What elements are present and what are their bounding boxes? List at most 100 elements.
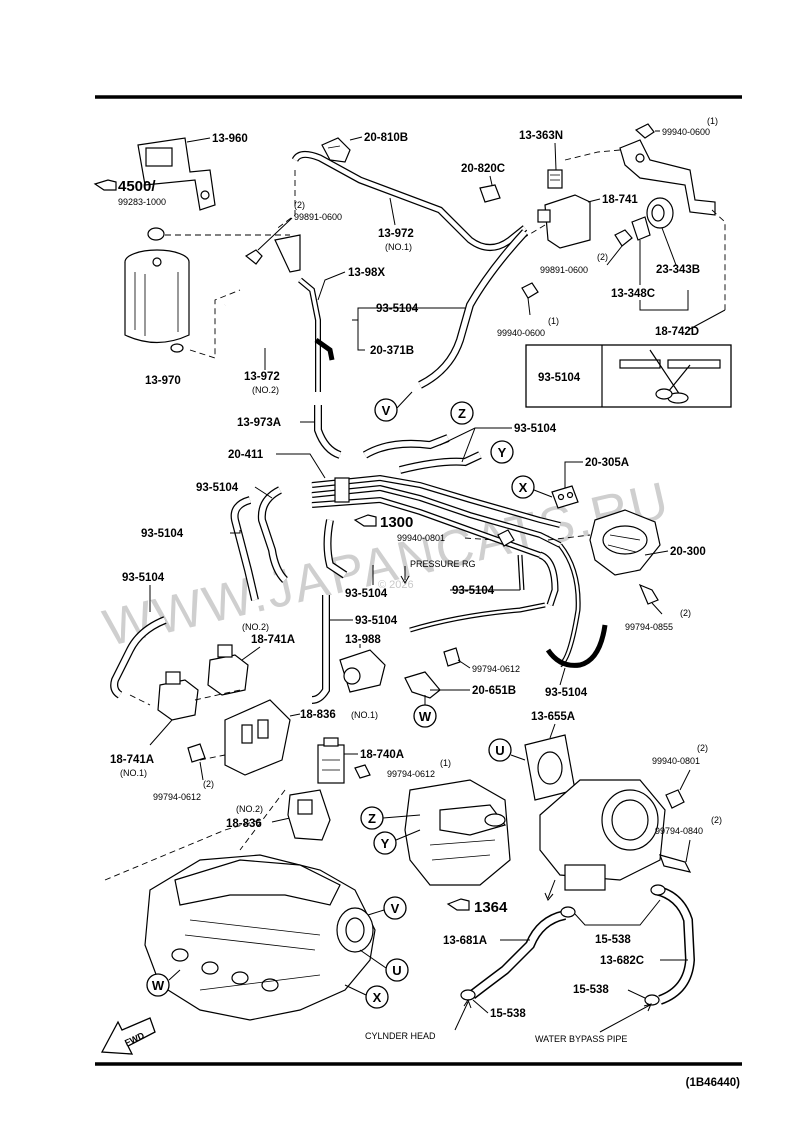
label-n1-c: (1) — [440, 758, 451, 768]
label-n2-d: (2) — [203, 779, 214, 789]
label-20-371B: 20-371B — [370, 345, 414, 357]
svg-text:X: X — [519, 480, 528, 495]
label-15-538-b: 15-538 — [490, 1008, 526, 1020]
svg-text:Z: Z — [368, 811, 376, 826]
label-1364: 1364 — [474, 899, 508, 916]
label-99794-0840: 99794-0840 — [655, 826, 703, 836]
label-no1-a: (NO.1) — [385, 242, 412, 252]
label-93-5104-h: 93-5104 — [545, 687, 588, 699]
label-13-972-no2: 13-972 — [244, 371, 280, 383]
label-93-5104-a: 93-5104 — [376, 303, 419, 315]
label-93-5104-c: 93-5104 — [196, 482, 239, 494]
label-1300: 1300 — [380, 514, 413, 531]
label-99794-0612-a: 99794-0612 — [472, 664, 520, 674]
diagram-id: (1B46440) — [686, 1077, 741, 1089]
refer-hand-icon-1364 — [446, 898, 470, 911]
label-18-741: 18-741 — [602, 194, 638, 206]
label-n2-f: (2) — [711, 815, 722, 825]
label-20-411: 20-411 — [228, 449, 264, 461]
label-13-960: 13-960 — [212, 133, 248, 145]
sensor-13-988 — [339, 649, 386, 693]
nut-99940-0600-top — [634, 123, 655, 139]
label-n1-a: (1) — [707, 116, 718, 126]
label-20-810B: 20-810B — [364, 132, 408, 144]
bolt-99891-0600-left — [244, 249, 263, 265]
svg-text:W: W — [152, 978, 165, 993]
fwd-arrow-icon: FWD — [100, 1017, 156, 1055]
label-13-972-no1: 13-972 — [378, 228, 414, 240]
label-18-741A-no2: 18-741A — [251, 634, 295, 646]
scissors-icon — [649, 349, 691, 396]
label-n2-a: (2) — [294, 200, 305, 210]
label-93-5104-b: 93-5104 — [514, 423, 557, 435]
label-93-5104-i: 93-5104 — [122, 572, 165, 584]
label-99940-0600-top: 99940-0600 — [662, 127, 710, 137]
label-93-5104-f: 93-5104 — [452, 585, 495, 597]
callout-Z-top: Z — [450, 401, 474, 425]
egr-valve-20-300 — [589, 509, 661, 576]
solenoid-18-741A-no1 — [157, 671, 199, 721]
hose-cut-box: 93-5104 — [525, 344, 732, 408]
label-18-836-no2: 18-836 — [226, 818, 262, 830]
label-99891-0600-left: 99891-0600 — [294, 212, 342, 222]
gasket-20-305A — [551, 485, 579, 509]
bolt-99891-0600-right — [614, 229, 633, 247]
svg-text:Z: Z — [458, 406, 466, 421]
clamp-15-538-c — [644, 994, 660, 1006]
label-no2-b: (NO.2) — [242, 622, 269, 632]
label-13-363N: 13-363N — [519, 130, 563, 142]
label-18-740A: 18-740A — [360, 749, 404, 761]
label-99794-0612-c: 99794-0612 — [153, 792, 201, 802]
bolt-99794-0612-a — [443, 647, 461, 667]
svg-text:X: X — [373, 990, 382, 1005]
label-4500: 4500/ — [118, 178, 156, 195]
grommet-23-343B — [646, 197, 674, 229]
clip-20-810B — [321, 137, 351, 163]
label-99940-0600-mid: 99940-0600 — [497, 328, 545, 338]
label-water-bypass-pipe: WATER BYPASS PIPE — [535, 1034, 627, 1044]
throttle-body — [539, 779, 666, 891]
label-13-973A: 13-973A — [237, 417, 281, 429]
callout-U-mid: U — [488, 738, 512, 762]
bolt-99794-0840 — [659, 854, 692, 873]
label-13-98X: 13-98X — [348, 267, 385, 279]
refer-hand-icon — [93, 179, 117, 191]
nut-99940-0801-a — [497, 529, 515, 547]
pipe-13-98X — [274, 234, 335, 392]
callout-W-bottom: W — [146, 973, 170, 997]
label-15-538-a: 15-538 — [595, 934, 631, 946]
label-18-742D: 18-742D — [655, 326, 699, 338]
clamp-15-538-b — [460, 989, 476, 1001]
label-93-5104-d: 93-5104 — [141, 528, 184, 540]
clamp-15-538-a — [560, 884, 666, 918]
label-99794-0612-b: 99794-0612 — [387, 769, 435, 779]
label-99891-0600-right: 99891-0600 — [540, 265, 588, 275]
nut-99940-0801-b — [665, 789, 685, 809]
refer-hand-icon-1300 — [353, 514, 377, 527]
gasket-13-655A — [524, 734, 576, 801]
label-99283-1000: 99283-1000 — [118, 197, 166, 207]
label-pressure-rg: PRESSURE RG — [410, 559, 476, 569]
clip-20-820C — [479, 184, 501, 203]
label-no2-a: (NO.2) — [252, 385, 279, 395]
svg-text:Y: Y — [498, 445, 507, 460]
svg-text:V: V — [391, 901, 400, 916]
label-13-348C: 13-348C — [611, 288, 655, 300]
callout-X-bottom: X — [365, 985, 389, 1009]
sensor-18-740A — [317, 737, 345, 784]
label-13-655A: 13-655A — [531, 711, 575, 723]
nut-99940-0600-mid — [521, 282, 539, 299]
callout-Y-mid: Y — [373, 831, 397, 855]
canister-13-970 — [124, 227, 190, 353]
canister-bracket-13-960 — [137, 137, 216, 211]
svg-text:V: V — [382, 403, 391, 418]
label-13-970: 13-970 — [145, 375, 181, 387]
bracket-20-651B — [404, 671, 441, 699]
label-99940-0801-a: 99940-0801 — [397, 533, 445, 543]
label-18-836-no1: 18-836 — [300, 709, 336, 721]
label-99794-0855: 99794-0855 — [625, 622, 673, 632]
bracket-18-836-no2 — [287, 789, 331, 841]
label-20-305A: 20-305A — [585, 457, 629, 469]
connector-13-363N — [547, 169, 563, 189]
